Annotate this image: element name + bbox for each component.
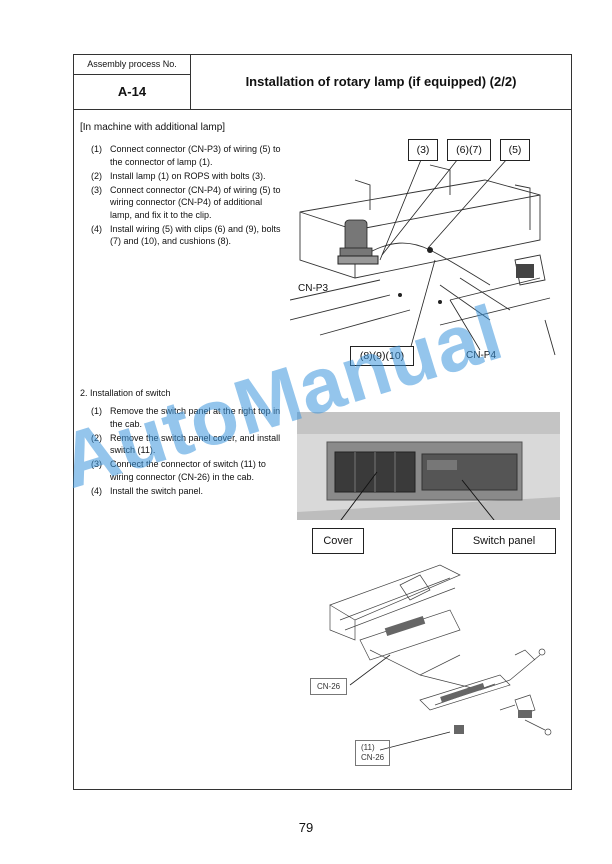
list-item: (1)Remove the switch panel at the right …	[91, 406, 281, 429]
list-item: (3)Connect the connector of switch (11) …	[91, 459, 266, 482]
callout-cover: Cover	[312, 528, 364, 554]
list-item: (4)Install wiring (5) with clips (6) and…	[91, 223, 281, 247]
section2-steps: (1)Remove the switch panel at the right …	[91, 405, 283, 499]
callout-5: (5)	[500, 139, 530, 161]
page-frame: Assembly process No. A-14 Installation o…	[73, 54, 572, 790]
header: Assembly process No. A-14 Installation o…	[74, 55, 571, 110]
process-label: Assembly process No.	[74, 55, 190, 75]
list-item: (2)Remove the switch panel cover, and in…	[91, 432, 281, 456]
process-number-box: Assembly process No. A-14	[74, 55, 191, 109]
page-title: Installation of rotary lamp (if equipped…	[245, 74, 517, 89]
list-item: (2)Install lamp (1) on ROPS with bolts (…	[91, 170, 266, 181]
callout-3: (3)	[408, 139, 438, 161]
figure-switch-wiring	[329, 564, 552, 751]
list-item: (4)Install the switch panel.	[91, 485, 204, 496]
figure-switch-panel	[297, 412, 560, 520]
section2-heading: 2. Installation of switch	[80, 388, 171, 398]
section1-heading: [In machine with additional lamp]	[80, 122, 226, 133]
label-switch-11: (11) CN-26	[355, 740, 391, 766]
page-number: 79	[298, 820, 314, 835]
callout-8-9-10: (8)(9)(10)	[350, 346, 414, 366]
list-item: (3)Connect connector (CN-P4) of wiring (…	[91, 184, 281, 220]
label-cn-p4: CN-P4	[466, 350, 497, 361]
label-cn-26: CN-26	[310, 678, 348, 695]
label-cn-p3: CN-P3	[298, 283, 329, 294]
figure-rotary-lamp	[290, 160, 556, 356]
list-item: (1)Connect connector (CN-P3) of wiring (…	[91, 144, 281, 167]
callout-switch-panel: Switch panel	[452, 528, 556, 554]
section1-steps: (1)Connect connector (CN-P3) of wiring (…	[91, 143, 283, 249]
process-number: A-14	[117, 84, 147, 99]
callout-6-7: (6)(7)	[447, 139, 491, 161]
